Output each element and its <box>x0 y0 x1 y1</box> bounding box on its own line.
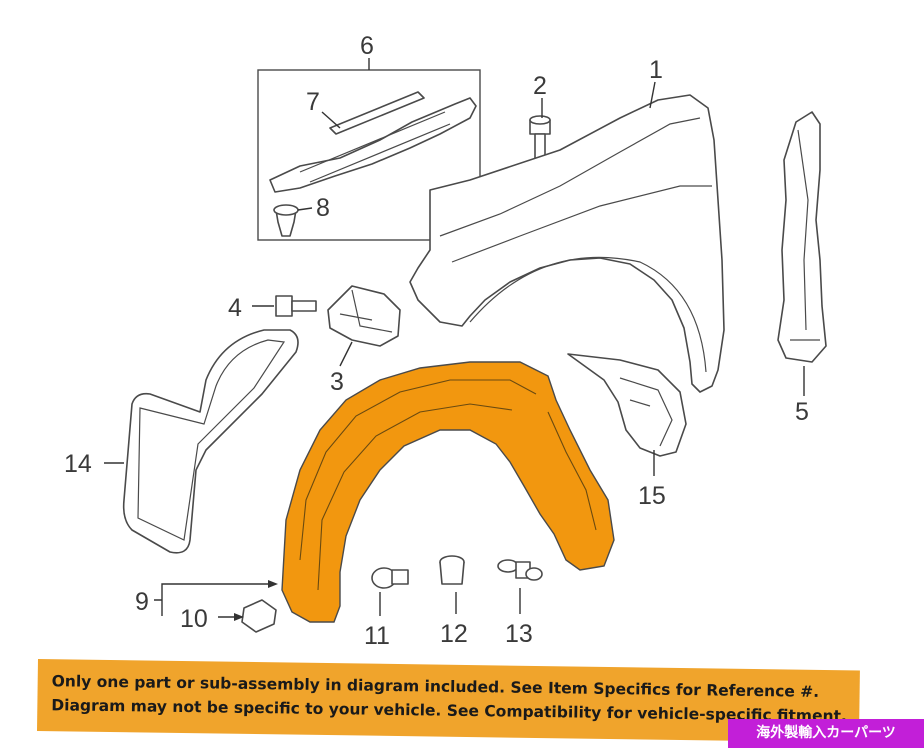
leader-10-arrow <box>234 613 244 621</box>
callout-13: 13 <box>505 620 533 648</box>
part-6-bracket <box>269 97 477 193</box>
part-14-seal <box>122 329 299 554</box>
callout-8: 8 <box>316 194 330 222</box>
part-5-bracket-detail <box>790 129 820 341</box>
part-15-shield-detail <box>619 377 673 447</box>
callout-7: 7 <box>306 88 320 116</box>
watermark-badge: 海外製輸入カーパーツ <box>728 719 924 748</box>
part-8-clip <box>273 204 299 237</box>
leader-1 <box>649 81 656 109</box>
part-14-seal-inner <box>137 339 286 541</box>
callout-14: 14 <box>64 450 92 478</box>
callout-12: 12 <box>440 620 468 648</box>
leader-9-arrow <box>268 580 278 588</box>
part-11-screw <box>371 567 409 589</box>
part-12-grommet <box>439 555 465 585</box>
leader-7 <box>321 111 341 129</box>
part-1-fender-arch <box>469 256 707 373</box>
part-3-bracket-detail <box>339 289 393 333</box>
part-7-strip <box>329 91 425 135</box>
part-10-nut <box>241 599 277 633</box>
part-15-shield <box>567 353 687 457</box>
part-9-fender-liner <box>281 361 615 623</box>
callout-3: 3 <box>330 368 344 396</box>
part-5-bracket <box>777 111 827 363</box>
callout-1: 1 <box>649 56 663 84</box>
part-13-clip <box>497 559 543 581</box>
callout-4: 4 <box>228 294 242 322</box>
callout-15: 15 <box>638 482 666 510</box>
leader-8 <box>297 207 313 211</box>
callout-2: 2 <box>533 72 547 100</box>
callout-10: 10 <box>180 605 208 633</box>
callout-11: 11 <box>364 622 390 650</box>
callout-6: 6 <box>360 32 374 60</box>
callout-9: 9 <box>135 588 149 616</box>
part-6-bracket-detail <box>299 111 451 183</box>
part-1-fender-crease <box>439 117 712 263</box>
callout-5: 5 <box>795 398 809 426</box>
leader-9 <box>154 583 272 616</box>
part-9-fender-liner-contours <box>299 379 597 591</box>
leader-3 <box>339 341 353 367</box>
part-3-bracket <box>327 285 401 347</box>
part-1-fender <box>409 94 725 393</box>
part-4-bolt <box>275 295 317 317</box>
